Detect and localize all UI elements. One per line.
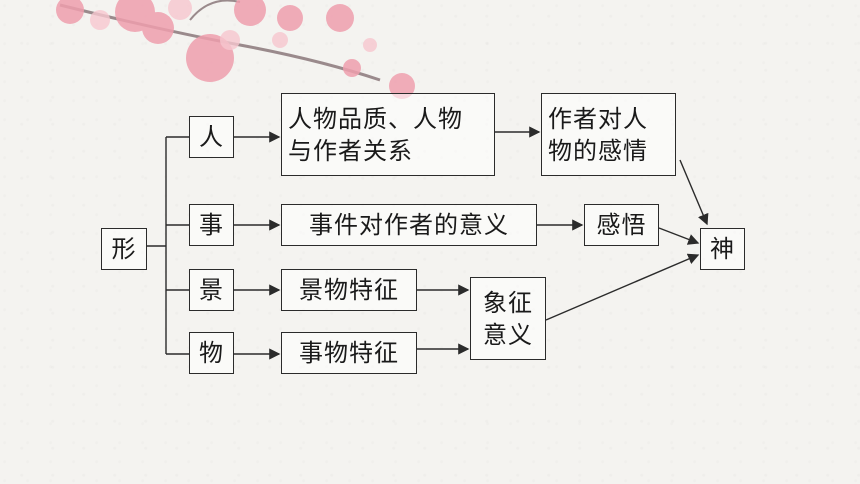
node-author-emotion: 作者对人 物的感情 (541, 93, 676, 176)
cherry-blossom-decoration (56, 0, 415, 99)
node-shen: 神 (700, 228, 745, 270)
node-object-feature: 事物特征 (281, 332, 417, 374)
node-xing: 形 (101, 228, 147, 270)
arrow-symbol-to-spirit (545, 253, 700, 321)
node-ren: 人 (189, 116, 234, 158)
arrow-emotion-to-spirit (679, 159, 709, 226)
arrow-insight-to-spirit (658, 227, 700, 245)
node-insight: 感悟 (584, 204, 659, 246)
node-person-quality: 人物品质、人物 与作者关系 (281, 93, 495, 176)
node-shi: 事 (189, 204, 234, 246)
node-event-meaning: 事件对作者的意义 (281, 204, 537, 246)
node-wu: 物 (189, 332, 234, 374)
node-jing: 景 (189, 269, 234, 311)
node-symbolic-meaning: 象征 意义 (470, 277, 546, 360)
node-scene-feature: 景物特征 (281, 269, 417, 311)
